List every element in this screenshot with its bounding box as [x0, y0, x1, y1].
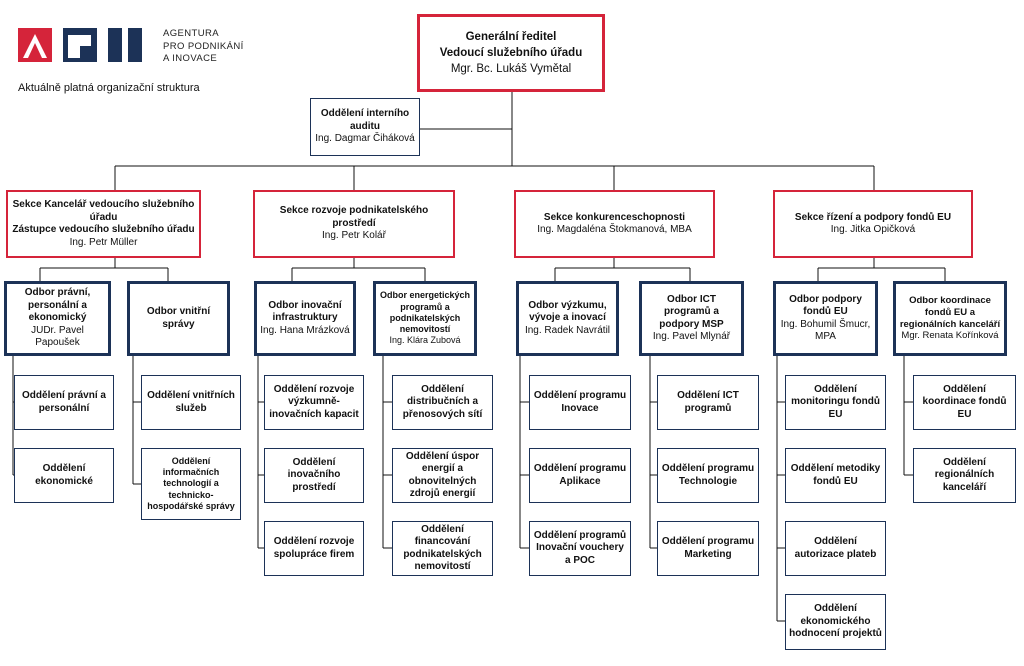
section-box: Sekce Kancelář vedoucího služebního úřad…: [6, 190, 201, 258]
department-person: Ing. Radek Navrátil: [524, 324, 611, 336]
department-box: Odbor koordinace fondů EU a regionálních…: [893, 281, 1007, 356]
audit-box: Oddělení interního auditu Ing. Dagmar Či…: [310, 98, 420, 156]
unit-label: Oddělení autorizace plateb: [794, 536, 877, 560]
agency-name-line: AGENTURA: [163, 28, 219, 39]
unit-label: Oddělení rozvoje spolupráce firem: [273, 536, 355, 560]
section-box: Sekce konkurenceschopnosti Ing. Magdalén…: [514, 190, 715, 258]
department-title: Odbor ICT programů a podpory MSP: [659, 293, 724, 330]
agency-name-line: A INOVACE: [163, 53, 218, 64]
unit-label: Oddělení právní a personální: [22, 390, 106, 414]
unit-box: Oddělení monitoringu fondů EU: [785, 375, 886, 430]
director-title: Generální ředitel: [465, 30, 557, 43]
section-box: Sekce rozvoje podnikatelského prostředí …: [253, 190, 455, 258]
api-logo: [18, 28, 142, 62]
department-title: Odbor vnitřní správy: [146, 306, 211, 330]
unit-box: Oddělení regionálních kanceláří: [913, 448, 1016, 503]
unit-label: Oddělení programů Inovační vouchery a PO…: [533, 529, 627, 566]
unit-box: Oddělení právní a personální: [14, 375, 114, 430]
unit-label: Oddělení koordinace fondů EU: [922, 383, 1007, 420]
department-box: Odbor inovační infrastruktury Ing. Hana …: [254, 281, 356, 356]
unit-box: Oddělení programu Aplikace: [529, 448, 631, 503]
unit-box: Oddělení programu Inovace: [529, 375, 631, 430]
section-box: Sekce řízení a podpory fondů EU Ing. Jit…: [773, 190, 973, 258]
unit-box: Oddělení autorizace plateb: [785, 521, 886, 576]
unit-label: Oddělení distribučních a přenosových sít…: [402, 383, 483, 420]
department-person: Ing. Hana Mrázková: [260, 324, 350, 336]
department-box: Odbor výzkumu, vývoje a inovací Ing. Rad…: [516, 281, 619, 356]
unit-box: Oddělení inovačního prostředí: [264, 448, 364, 503]
unit-box: Oddělení rozvoje spolupráce firem: [264, 521, 364, 576]
chart-subtitle: Aktuálně platná organizační struktura: [18, 82, 200, 94]
unit-label: Oddělení regionálních kanceláří: [934, 456, 995, 493]
department-box: Odbor právní, personální a ekonomický JU…: [4, 281, 111, 356]
department-title: Odbor právní, personální a ekonomický: [24, 287, 91, 324]
unit-label: Oddělení rozvoje výzkumně-inovačních kap…: [269, 383, 359, 420]
section-person: Ing. Petr Müller: [69, 236, 138, 248]
department-box: Odbor ICT programů a podpory MSP Ing. Pa…: [639, 281, 744, 356]
unit-label: Oddělení programu Inovace: [533, 390, 627, 414]
unit-label: Oddělení informačních technologií a tech…: [147, 455, 235, 511]
unit-box: Oddělení metodiky fondů EU: [785, 448, 886, 503]
unit-box: Oddělení programů Inovační vouchery a PO…: [529, 521, 631, 576]
section-title2: Zástupce vedoucího služebního úřadu: [12, 224, 195, 235]
unit-box: Oddělení koordinace fondů EU: [913, 375, 1016, 430]
unit-box: Oddělení programu Marketing: [657, 521, 759, 576]
unit-box: Oddělení rozvoje výzkumně-inovačních kap…: [264, 375, 364, 430]
department-person: Ing. Bohumil Šmucr, MPA: [780, 318, 871, 343]
department-box: Odbor podpory fondů EU Ing. Bohumil Šmuc…: [773, 281, 878, 356]
unit-label: Oddělení programu Marketing: [661, 536, 755, 560]
audit-title: Oddělení interního auditu: [320, 108, 410, 132]
section-title: Sekce Kancelář vedoucího služebního úřad…: [12, 199, 195, 223]
unit-box: Oddělení informačních technologií a tech…: [141, 448, 241, 520]
unit-label: Oddělení ekonomického hodnocení projektů: [789, 603, 882, 640]
unit-box: Oddělení programu Technologie: [657, 448, 759, 503]
department-person: Mgr. Renata Kořínková: [901, 330, 999, 342]
unit-label: Oddělení programu Aplikace: [533, 463, 627, 487]
unit-box: Oddělení vnitřních služeb: [141, 375, 241, 430]
director-box: Generální ředitel Vedoucí služebního úřa…: [417, 14, 605, 92]
department-title: Odbor koordinace fondů EU a regionálních…: [899, 294, 1001, 330]
department-title: Odbor energetických programů a podnikate…: [379, 290, 471, 335]
unit-box: Oddělení ICT programů: [657, 375, 759, 430]
section-person: Ing. Petr Kolář: [322, 230, 386, 242]
unit-label: Oddělení metodiky fondů EU: [790, 463, 881, 487]
director-title2: Vedoucí služebního úřadu: [439, 46, 583, 59]
section-person: Ing. Magdaléna Štokmanová, MBA: [537, 224, 692, 235]
agency-name: AGENTURA PRO PODNIKÁNÍ A INOVACE: [163, 28, 244, 66]
unit-box: Oddělení úspor energií a obnovitelných z…: [392, 448, 493, 503]
section-title: Sekce konkurenceschopnosti: [543, 211, 686, 223]
section-person: Ing. Jitka Opičková: [830, 224, 916, 235]
department-person: Ing. Klára Zubová: [389, 335, 461, 346]
department-box: Odbor vnitřní správy: [127, 281, 230, 356]
unit-box: Oddělení distribučních a přenosových sít…: [392, 375, 493, 430]
unit-box: Oddělení financování podnikatelských nem…: [392, 521, 493, 576]
director-person: Mgr. Bc. Lukáš Vymětal: [450, 63, 572, 76]
department-title: Odbor podpory fondů EU: [789, 293, 862, 318]
department-person: Ing. Pavel Mlynář: [652, 331, 731, 342]
unit-box: Oddělení ekonomické: [14, 448, 114, 503]
department-title: Odbor výzkumu, vývoje a inovací: [528, 299, 607, 324]
unit-label: Oddělení monitoringu fondů EU: [791, 383, 880, 420]
unit-box: Oddělení ekonomického hodnocení projektů: [785, 594, 886, 650]
agency-name-line: PRO PODNIKÁNÍ: [163, 40, 244, 52]
unit-label: Oddělení inovačního prostředí: [287, 456, 341, 493]
department-person: JUDr. Pavel Papoušek: [31, 324, 84, 349]
audit-person: Ing. Dagmar Čiháková: [315, 133, 415, 145]
section-title: Sekce řízení a podpory fondů EU: [794, 211, 952, 223]
department-box: Odbor energetických programů a podnikate…: [373, 281, 477, 356]
unit-label: Oddělení financování podnikatelských nem…: [403, 523, 482, 573]
department-title: Odbor inovační infrastruktury: [268, 299, 342, 324]
unit-label: Oddělení úspor energií a obnovitelných z…: [405, 450, 480, 500]
unit-label: Oddělení programu Technologie: [661, 463, 755, 487]
unit-label: Oddělení ekonomické: [35, 463, 93, 487]
section-title: Sekce rozvoje podnikatelského prostředí: [279, 205, 429, 229]
unit-label: Oddělení ICT programů: [677, 390, 739, 414]
unit-label: Oddělení vnitřních služeb: [147, 390, 235, 414]
